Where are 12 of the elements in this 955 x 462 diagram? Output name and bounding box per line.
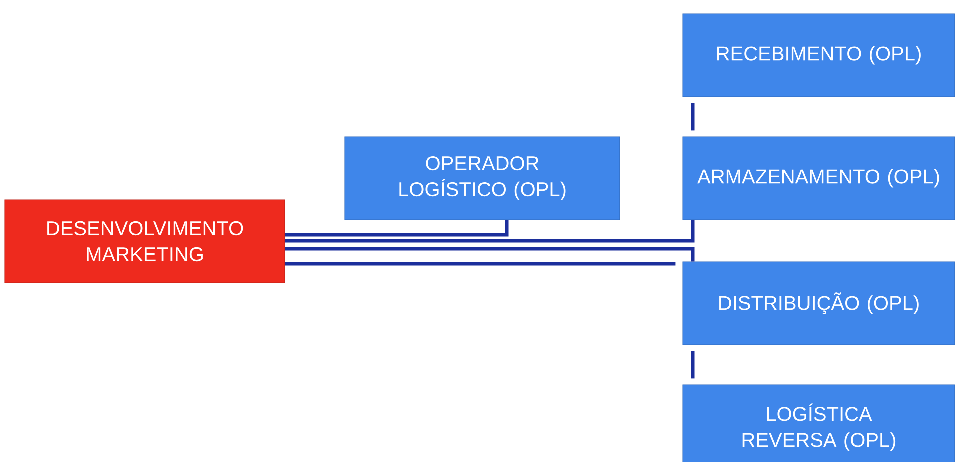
marketing-box: DESENVOLVIMENTO MARKETING bbox=[4, 200, 286, 284]
connector-line bbox=[691, 103, 695, 131]
process-box: LOGÍSTICA REVERSA (OPL) bbox=[682, 384, 955, 462]
connector-line bbox=[285, 220, 509, 237]
connector-line bbox=[285, 262, 676, 266]
process-box: ARMAZENAMENTO (OPL) bbox=[682, 136, 955, 220]
connector-line bbox=[691, 351, 695, 379]
process-box: DISTRIBUIÇÃO (OPL) bbox=[682, 262, 955, 346]
connector-line bbox=[285, 247, 695, 262]
connector-line bbox=[285, 220, 695, 243]
process-box: OPERADOR LOGÍSTICO (OPL) bbox=[344, 136, 620, 220]
process-box: RECEBIMENTO (OPL) bbox=[682, 14, 955, 98]
